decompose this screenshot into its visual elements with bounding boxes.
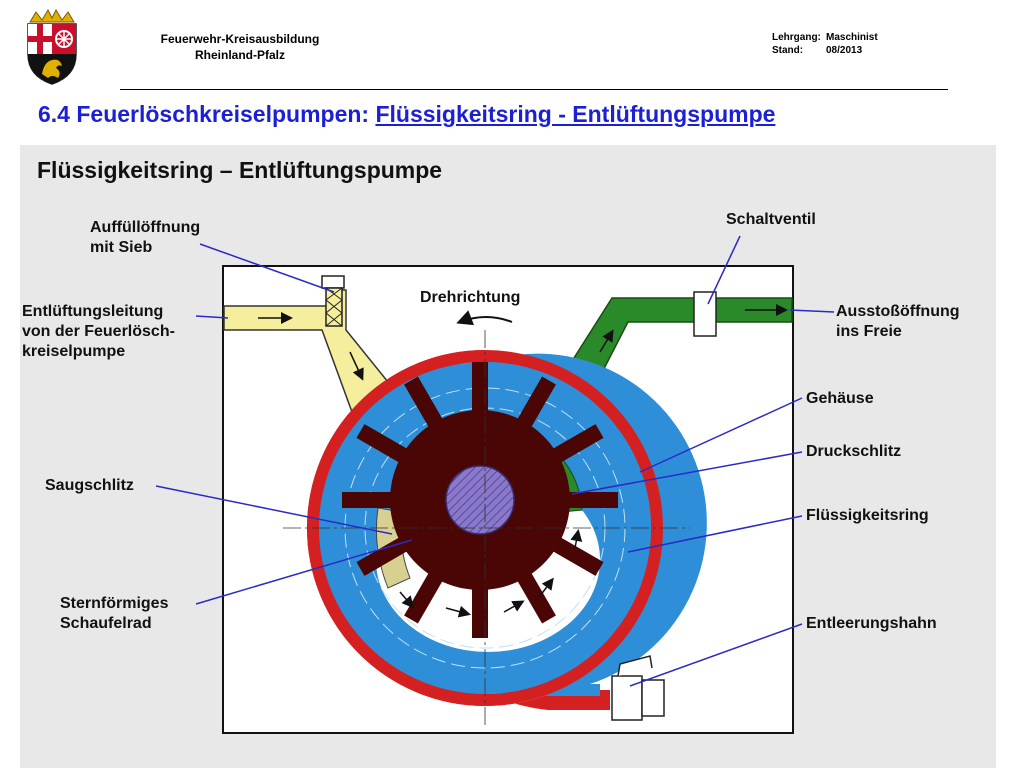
label-liquid-ring: Flüssigkeitsring [806, 507, 929, 524]
label-outlet: Ausstoßöffnung ins Freie [836, 302, 960, 342]
label-fill-opening: Auffüllöffnung mit Sieb [90, 218, 200, 258]
course-key: Lehrgang: [772, 32, 821, 43]
impeller-hub [445, 465, 515, 535]
course-row: Lehrgang: Maschinist [772, 31, 878, 44]
label-rotation-direction: Drehrichtung [420, 289, 521, 306]
slide-title: 6.4 Feuerlöschkreiselpumpen: Flüssigkeit… [38, 101, 775, 128]
state-coat-of-arms-logo [22, 8, 82, 86]
status-value: 08/2013 [826, 45, 863, 56]
status-key: Stand: [772, 45, 804, 56]
organization-line-1: Feuerwehr-Kreisausbildung [160, 32, 320, 46]
organization-name: Feuerwehr-Kreisausbildung Rheinland-Pfal… [120, 31, 360, 63]
label-impeller-line2: Schaufelrad [60, 615, 152, 632]
label-impeller-line1: Sternförmiges [60, 595, 169, 612]
leader-lines [155, 235, 835, 687]
label-fill-opening-line2: mit Sieb [90, 239, 153, 256]
header-divider [120, 89, 948, 90]
center-lines [283, 330, 690, 725]
course-info: Lehrgang: Maschinist Stand: 08/2013 [772, 31, 878, 57]
label-outlet-line2: ins Freie [836, 323, 902, 340]
label-vent-line: Entlüftungsleitung von der Feuerlösch- k… [22, 302, 175, 362]
label-fill-opening-line1: Auffüllöffnung [90, 219, 201, 236]
label-vent-line-1: Entlüftungsleitung [22, 303, 164, 320]
slide-title-link[interactable]: Flüssigkeitsring - Entlüftungspumpe [375, 101, 776, 127]
label-housing: Gehäuse [806, 390, 874, 407]
switch-valve [693, 291, 717, 337]
flow-arrows [399, 529, 583, 618]
organization-line-2: Rheinland-Pfalz [194, 48, 285, 62]
label-vent-line-2: von der Feuerlösch- [22, 323, 175, 340]
fill-opening-sieve [321, 275, 345, 327]
label-vent-line-3: kreiselpumpe [22, 343, 126, 360]
label-switch-valve: Schaltventil [726, 211, 816, 228]
status-row: Stand: 08/2013 [772, 44, 878, 57]
label-suction-slot: Saugschlitz [45, 477, 134, 494]
label-drain-cock: Entleerungshahn [806, 615, 937, 632]
course-value: Maschinist [826, 32, 878, 43]
rotation-arrow-icon [456, 310, 513, 326]
slide-title-prefix: 6.4 Feuerlöschkreiselpumpen: [38, 101, 376, 127]
figure-title: Flüssigkeitsring – Entlüftungspumpe [37, 157, 443, 183]
label-impeller: Sternförmiges Schaufelrad [60, 594, 168, 634]
label-pressure-slot: Druckschlitz [806, 443, 902, 460]
label-outlet-line1: Ausstoßöffnung [836, 303, 960, 320]
